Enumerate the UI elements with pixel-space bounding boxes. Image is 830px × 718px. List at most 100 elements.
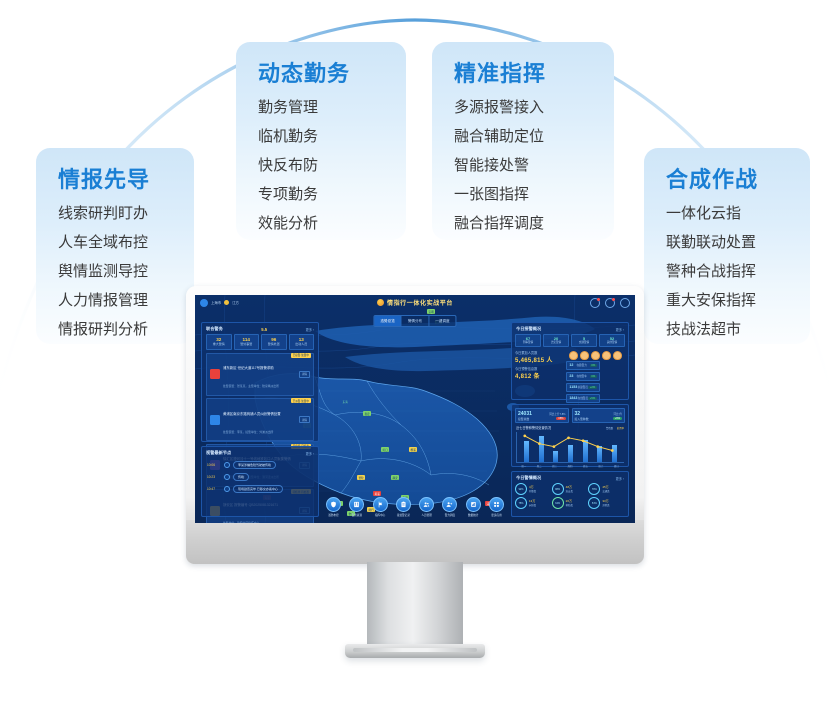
stat-value-2: 4,812 条 — [515, 373, 540, 380]
gauge-item[interactable]: 88% 48万 治安类 — [551, 483, 587, 495]
panel-item[interactable]: 快反布防 — [258, 157, 319, 174]
map-label: 杨浦 — [409, 447, 418, 452]
panel-item[interactable]: 专项勤务 — [258, 186, 319, 203]
panel-item[interactable]: 警种合战指挥 — [666, 263, 757, 280]
timeline-row[interactable]: 10:06 李某涉嫌危险驾驶被传唤 — [207, 461, 313, 469]
timeline-row[interactable]: 10:23 传唤 — [207, 473, 313, 481]
panel-item[interactable]: 人力情报管理 — [58, 292, 149, 309]
gauge-item[interactable]: 75% 13万 纠纷类 — [515, 497, 550, 509]
panel-item[interactable]: 人车全域布控 — [58, 234, 149, 251]
gauge-item[interactable]: 64% 26万 救助类 — [551, 497, 587, 509]
bell-icon[interactable] — [590, 298, 600, 308]
kpi-card[interactable]: 20 治安警情 — [543, 334, 569, 347]
kpi-label: 刑事警情 — [522, 340, 534, 344]
feature-panel-joint-operations[interactable]: 合成作战 一体化云指 联勤联动处置 警种合战指挥 重大安保指挥 技战法超市 — [644, 148, 810, 344]
left-panel-latest-nodes[interactable]: 视警最新节点 更多 › 10:06 李某涉嫌危险驾驶被传唤 10:23 传唤 — [201, 446, 319, 517]
shield-icon — [326, 496, 341, 512]
feature-panel-precise-command[interactable]: 精准指挥 多源报警接入 融合辅助定位 智能接处警 一张图指挥 融合指挥调度 — [432, 42, 614, 240]
chart-x-label: 周五 — [583, 465, 588, 468]
panel-header: 视警最新节点 更多 › — [202, 447, 318, 458]
feature-panel-dynamic-duty[interactable]: 动态勤务 勤务管理 临机勤务 快反布防 专项勤务 效能分析 — [236, 42, 406, 240]
panel-item[interactable]: 多源报警接入 — [454, 99, 545, 116]
icon-button-patrol[interactable]: 巡防布控 — [323, 496, 344, 517]
message-icon[interactable] — [605, 298, 615, 308]
panel-item[interactable]: 情报研判分析 — [58, 321, 149, 338]
timeline-pill[interactable]: 传唤 — [233, 473, 250, 481]
gauge-label: 救助类 — [565, 504, 573, 507]
right-panel-weekly-chart[interactable]: 24031 同比上升7.8% 接警总数 15% 32 环比 件 — [511, 404, 629, 468]
mini-card[interactable]: 1153 执勤警员 +2% — [566, 382, 600, 392]
panel-header-value: 5.5 — [261, 326, 268, 332]
tab-alarm-distribution[interactable]: 警情分布 — [402, 316, 430, 326]
panel-item[interactable]: 舆情监测导控 — [58, 263, 149, 280]
panel-more-link[interactable]: 更多 › — [305, 451, 314, 456]
kpi-card[interactable]: 67 刑事警情 — [515, 334, 541, 347]
timeline-pill[interactable]: 现场勘查完毕 已移交办案中心 — [233, 485, 283, 493]
kpi-card[interactable]: 52 其他警情 — [599, 334, 625, 347]
topbar-right[interactable] — [590, 298, 630, 308]
dashboard-title-wrap: 情指行一体化实战平台 — [195, 298, 635, 307]
map-tab-group[interactable]: 态势总览 警情分布 一键调度 — [373, 315, 457, 327]
gauge-item[interactable]: 78% 45万 交通类 — [588, 483, 623, 495]
icon-button-resources[interactable]: 警务资源 — [346, 496, 367, 517]
panel-item[interactable]: 一张图指挥 — [454, 186, 530, 203]
tab-situation-overview[interactable]: 态势总览 — [374, 316, 402, 326]
panel-item[interactable]: 线索研判盯办 — [58, 205, 149, 222]
panel-title: 情报先导 — [58, 167, 151, 192]
panel-item[interactable]: 效能分析 — [258, 215, 319, 232]
kpi-card[interactable]: 32 重大警情 — [206, 334, 232, 350]
kpi-card[interactable]: 96 警情处置 — [261, 334, 287, 350]
monitor-stand-neck — [367, 562, 463, 646]
alert-row[interactable]: 黄浦区南京东路商铺人员纠纷警情处置 处警民警：李某，接警单位：外滩派出所 详情 … — [206, 398, 314, 442]
icon-button-dispatch[interactable]: 警力调度 — [439, 496, 460, 517]
kpi-card[interactable]: 13 出动人员 — [288, 334, 314, 350]
panel-item[interactable]: 融合辅助定位 — [454, 128, 545, 145]
alert-row[interactable]: 浦东新区·世纪大道117号报警求助 处警民警：张某某，主警单位：陆家嘴派出所 详… — [206, 352, 314, 396]
chart-x-label: 周二 — [536, 465, 542, 468]
icon-button-records[interactable]: 接处警记录 — [393, 496, 414, 517]
alert-badge-icon — [210, 414, 220, 425]
mini-card[interactable]: 23 在线警车 0% — [566, 371, 600, 381]
right-panel-today-alarms[interactable]: 今日接警概况 更多 › 67 刑事警情 20 治安警情 5 交通警情 — [511, 322, 629, 403]
panel-more-link[interactable]: 更多 › — [615, 476, 624, 481]
panel-item[interactable]: 技战法超市 — [666, 321, 742, 338]
kpi-card[interactable]: 114 警处事警 — [233, 334, 259, 350]
stat-label: 今日累加人员数 — [515, 350, 538, 355]
panel-item[interactable]: 重大安保指挥 — [666, 292, 757, 309]
topbar-left[interactable]: 上海市 江方 — [200, 298, 239, 307]
feature-panel-intel-lead[interactable]: 情报先导 线索研判盯办 人车全域布控 舆情监测导控 人力情报管理 情报研判分析 — [36, 148, 194, 344]
alert-detail-button[interactable]: 详情 — [298, 370, 310, 378]
gauge-item[interactable]: 54% 33万 其他类 — [588, 497, 623, 509]
panel-item[interactable]: 融合指挥调度 — [454, 215, 545, 232]
alert-meta: 处警单位：静安分局指挥中心 — [223, 520, 260, 523]
mini-card[interactable]: 12 在勤警力 0% — [566, 360, 600, 370]
mini-card-pct: +2% — [588, 385, 597, 389]
timeline-pill[interactable]: 李某涉嫌危险驾驶被传唤 — [233, 461, 277, 469]
icon-button-command-center[interactable]: 指挥中心 — [370, 496, 391, 517]
right-panel-today-overview[interactable]: 今日警情概况 更多 › 92% 4万 刑事类 88% 48万 治安类 — [511, 471, 629, 517]
kpi-card[interactable]: 5 交通警情 — [571, 334, 597, 347]
user-icon[interactable] — [620, 298, 630, 308]
mini-card[interactable]: 1843 在线警员 +5% — [566, 393, 600, 403]
chart-bar — [612, 444, 618, 462]
icon-button-more-apps[interactable]: 更多应用 — [486, 496, 507, 517]
kpi-label: 治安警情 — [550, 340, 562, 344]
panel-more-link[interactable]: 更多 › — [305, 327, 314, 332]
panel-item[interactable]: 一体化云指 — [666, 205, 742, 222]
timeline-time: 10:06 — [207, 463, 215, 467]
tab-one-key-dispatch[interactable]: 一键调度 — [435, 318, 450, 323]
dashboard-screen[interactable]: 崇明 宝山 嘉定 虹口 杨浦 普陀 静安 青浦 黄浦 浦东 松江 闵行 奉贤 金… — [195, 295, 635, 523]
panel-more-link[interactable]: 更多 › — [615, 327, 624, 332]
left-panel-joint-policing[interactable]: 联合警务 5.5 更多 › 32 重大警情 114 警处事警 96 警 — [201, 322, 319, 523]
map-label: 嘉定 — [363, 411, 372, 416]
panel-item[interactable]: 勤务管理 — [258, 99, 319, 116]
alert-detail-button[interactable]: 详情 — [298, 416, 310, 424]
panel-item[interactable]: 联勤联动处置 — [666, 234, 757, 251]
timeline-row[interactable]: 10:47 现场勘查完毕 已移交办案中心 — [207, 485, 313, 493]
bottom-icon-bar[interactable]: 巡防布控 警务资源 指挥中心 — [323, 496, 507, 517]
icon-button-personnel[interactable]: 人员管理 — [416, 496, 437, 517]
icon-button-statistics[interactable]: 数据统计 — [463, 496, 484, 517]
gauge-item[interactable]: 92% 4万 刑事类 — [515, 483, 550, 495]
panel-item[interactable]: 临机勤务 — [258, 128, 319, 145]
panel-item[interactable]: 智能接处警 — [454, 157, 530, 174]
